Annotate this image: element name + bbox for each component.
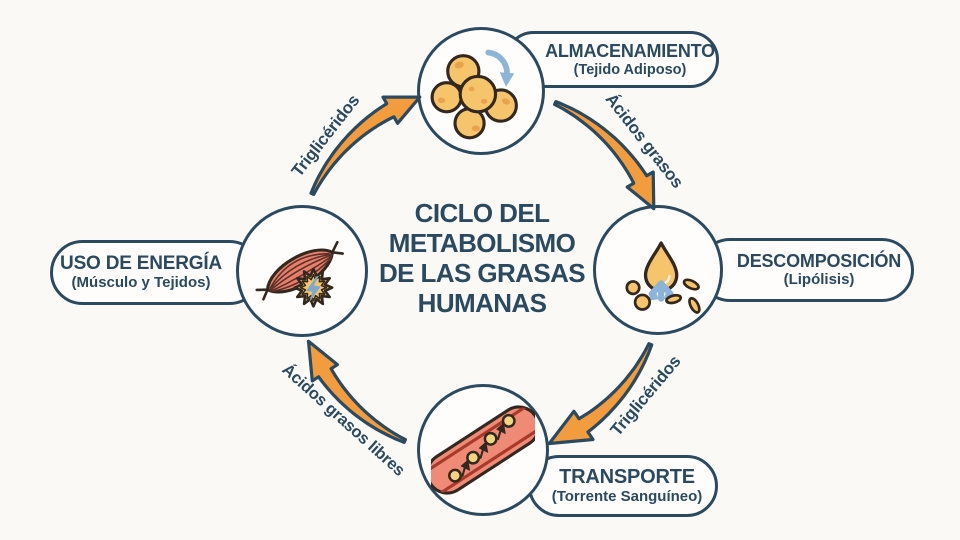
breakdown-sublabel: (Lipólisis) — [783, 271, 855, 289]
blood-vessel-icon — [431, 402, 535, 498]
energy-burst-icon — [293, 267, 334, 308]
flow-label-fatty-acids: Ácidos grasos — [601, 89, 688, 192]
title-line: METABOLISMO — [388, 228, 576, 258]
transport-label: TRANSPORTE — [559, 465, 695, 488]
storage-node-circle — [417, 27, 545, 155]
storage-label: ALMACENAMIENTO — [545, 40, 715, 61]
energy-label-pill: USO DE ENERGÍA (Músculo y Tejidos) — [50, 240, 262, 305]
breakdown-label-pill: DESCOMPOSICIÓN (Lipólisis) — [698, 238, 914, 302]
transport-label-pill: TRANSPORTE (Torrente Sanguíneo) — [528, 455, 718, 517]
flow-label-free-fatty-acids: Ácidos grasos libres — [278, 360, 409, 480]
transport-node-circle — [417, 384, 549, 516]
flow-label-triglycerides-down: Triglicéridos — [606, 351, 685, 440]
flow-label-triglycerides-up: Triglicéridos — [287, 91, 364, 181]
muscle-energy-icon — [255, 240, 344, 308]
storage-sublabel: (Tejido Adiposo) — [573, 61, 687, 78]
breakdown-label: DESCOMPOSICIÓN — [736, 251, 902, 272]
title-line: CICLO DEL — [414, 198, 550, 228]
diagram-title: CICLO DEL METABOLISMO DE LAS GRASAS HUMA… — [341, 198, 623, 318]
title-line: HUMANAS — [417, 288, 547, 318]
title-line: DE LAS GRASAS — [378, 258, 586, 288]
breakdown-node-circle — [593, 205, 723, 335]
energy-label: USO DE ENERGÍA — [60, 252, 222, 274]
energy-sublabel: (Músculo y Tejidos) — [71, 274, 211, 292]
fat-cells-icon — [430, 49, 518, 140]
transport-sublabel: (Torrente Sanguíneo) — [551, 488, 703, 506]
blue-curve-arrow-icon — [485, 49, 515, 87]
lipolysis-droplet-icon — [625, 241, 701, 314]
lightning-bolt-icon — [306, 276, 321, 303]
energy-node-circle — [236, 205, 368, 337]
